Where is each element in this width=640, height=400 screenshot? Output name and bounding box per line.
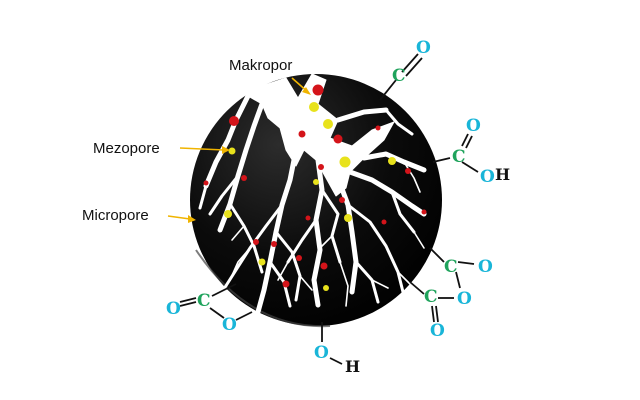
carboxyl-group: C O O H	[432, 116, 510, 187]
carbon-atom: C	[392, 66, 406, 86]
hydrogen-atom: H	[495, 165, 510, 184]
red-dot	[253, 239, 259, 245]
yellow-dot	[258, 258, 266, 266]
carbonyl-group-top: C O	[379, 38, 431, 101]
red-dot	[298, 130, 306, 138]
red-dot	[318, 164, 324, 170]
red-dot	[333, 134, 343, 144]
functional-groups: C O C O O H C O C O O	[166, 38, 510, 376]
lactone-group: C O O	[166, 283, 253, 335]
red-dot	[282, 280, 290, 288]
red-dot	[203, 180, 209, 186]
oxygen-atom: O	[222, 315, 237, 335]
hydrogen-atom: H	[345, 357, 360, 376]
yellow-dot	[323, 285, 329, 291]
red-dot	[405, 168, 411, 174]
label-micropore: Micropore	[82, 207, 149, 224]
red-dot	[320, 262, 328, 270]
oxygen-atom: O	[478, 257, 493, 277]
arrow-mesopore	[179, 147, 225, 151]
oxygen-atom: O	[457, 289, 472, 309]
red-dot	[312, 84, 324, 96]
red-dot	[375, 125, 381, 131]
oxygen-atom: O	[416, 38, 431, 58]
red-dot	[296, 255, 302, 261]
oxygen-atom: O	[466, 116, 481, 136]
yellow-dot	[344, 214, 352, 222]
arrow-mesopore-head	[222, 146, 230, 154]
carbon-atom: C	[452, 147, 466, 167]
red-dot	[271, 241, 277, 247]
label-mesopore: Mezopore	[93, 140, 160, 157]
adsorbate-molecules	[203, 84, 427, 291]
yellow-dot	[339, 156, 351, 168]
yellow-dot	[388, 157, 396, 165]
red-dot	[305, 215, 311, 221]
red-dot	[381, 219, 387, 225]
yellow-dot	[224, 210, 232, 218]
oxygen-atom: O	[314, 343, 329, 363]
yellow-dot	[228, 147, 236, 155]
arrow-micropore	[167, 215, 191, 220]
anhydride-group: C O C O O	[409, 247, 493, 341]
carbon-atom: C	[197, 291, 211, 311]
oxygen-atom: O	[430, 321, 445, 341]
oxygen-atom: O	[480, 167, 495, 187]
red-dot	[241, 175, 247, 181]
yellow-dot	[309, 102, 319, 112]
pore-network	[198, 73, 427, 315]
label-macropore: Makropor	[229, 57, 292, 74]
arrow-micropore-head	[188, 215, 196, 223]
red-dot	[421, 209, 427, 215]
arrow-macropore-head	[302, 87, 311, 95]
red-dot	[339, 197, 345, 203]
pore-labels: Makropor Mezopore Micropore	[82, 57, 311, 224]
hydroxyl-group: O H	[314, 322, 360, 376]
red-dot	[229, 116, 239, 126]
yellow-dot	[313, 179, 319, 185]
oxygen-atom: O	[166, 299, 181, 319]
carbon-atom: C	[424, 287, 438, 307]
yellow-dot	[323, 119, 333, 129]
carbon-atom: C	[444, 257, 458, 277]
